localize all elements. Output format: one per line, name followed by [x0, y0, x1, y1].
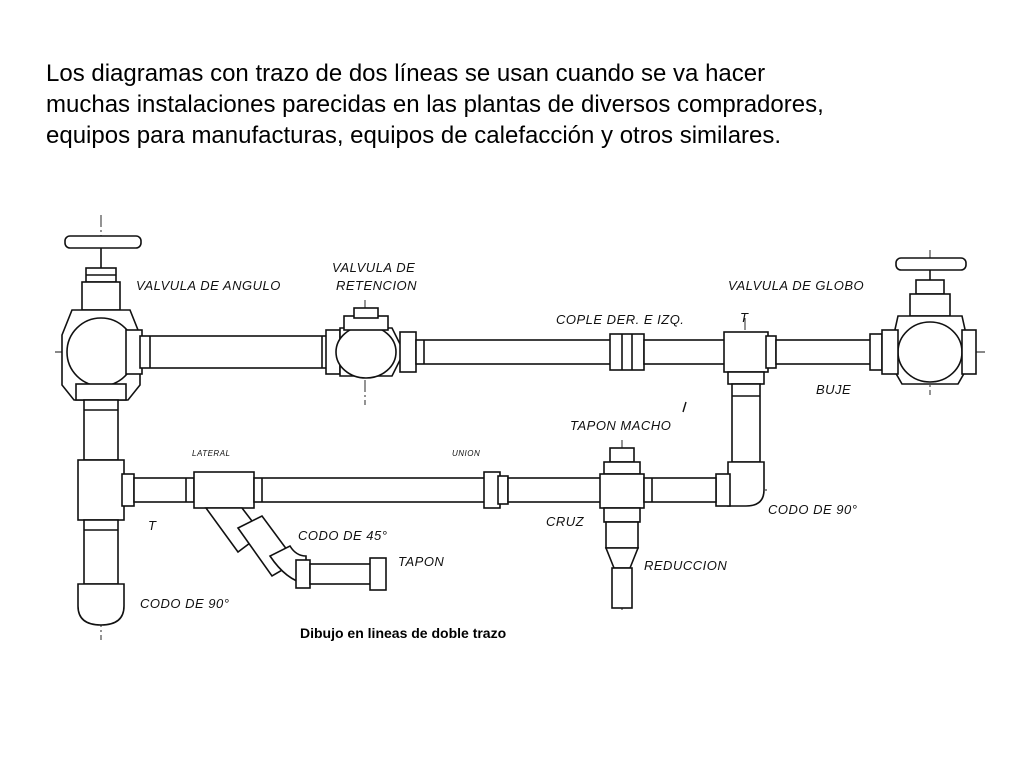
intro-line-1: Los diagramas con trazo de dos líneas se…: [46, 60, 766, 87]
label-elbow-45: CODO DE 45°: [298, 528, 387, 543]
bushing: [869, 333, 883, 371]
left-tee: [121, 473, 135, 507]
reducer: [604, 521, 640, 609]
label-tapon: TAPON: [398, 554, 444, 569]
diagram-caption: Dibujo en lineas de doble trazo: [300, 625, 506, 641]
intro-paragraph: Los diagramas con trazo de dos líneas se…: [46, 58, 1006, 151]
elbow-45: [268, 544, 311, 589]
globe-valve: [881, 257, 977, 385]
left-vertical-pipe: [77, 399, 125, 626]
angle-valve: [61, 235, 143, 401]
label-globe-valve: VALVULA DE GLOBO: [728, 278, 864, 293]
intro-line-3: equipos para manufacturas, equipos de ca…: [46, 122, 782, 149]
tapon-pipe: [309, 557, 387, 591]
label-cross: CRUZ: [546, 514, 585, 529]
right-vertical-pipe: [731, 383, 761, 463]
top-pipe-1: [139, 335, 331, 369]
lower-pipe-4: [643, 477, 717, 503]
label-angle-valve: VALVULA DE ANGULO: [136, 278, 281, 293]
label-union: UNION: [452, 449, 480, 458]
cross-fitting: [599, 447, 645, 523]
label-left-tee: T: [148, 518, 157, 533]
intro-line-2: muchas instalaciones parecidas en las pl…: [46, 91, 824, 118]
union: [483, 471, 509, 509]
lower-pipe-3: [507, 477, 605, 503]
label-check-valve-2: RETENCION: [336, 278, 417, 293]
label-bushing: BUJE: [816, 382, 851, 397]
top-pipe-3: [643, 339, 727, 365]
coupling: [609, 333, 645, 371]
label-lateral: LATERAL: [192, 449, 230, 458]
label-reducer: REDUCCION: [644, 558, 727, 573]
top-tee: [723, 331, 777, 385]
top-pipe-2: [415, 339, 613, 365]
top-pipe-4: [775, 339, 873, 365]
label-elbow-90-left: CODO DE 90°: [140, 596, 229, 611]
check-valve: [325, 307, 417, 379]
lower-pipe-1: [133, 477, 195, 503]
label-coupling: COPLE DER. E IZQ.: [556, 312, 684, 327]
label-top-tee: T: [740, 310, 749, 325]
leader-lines: [682, 401, 687, 413]
label-check-valve-1: VALVULA DE: [332, 260, 415, 275]
label-plug: TAPON MACHO: [570, 418, 671, 433]
lower-pipe-2: [253, 477, 487, 503]
elbow-90-right: [715, 461, 765, 507]
label-elbow-90-right: CODO DE 90°: [768, 502, 857, 517]
